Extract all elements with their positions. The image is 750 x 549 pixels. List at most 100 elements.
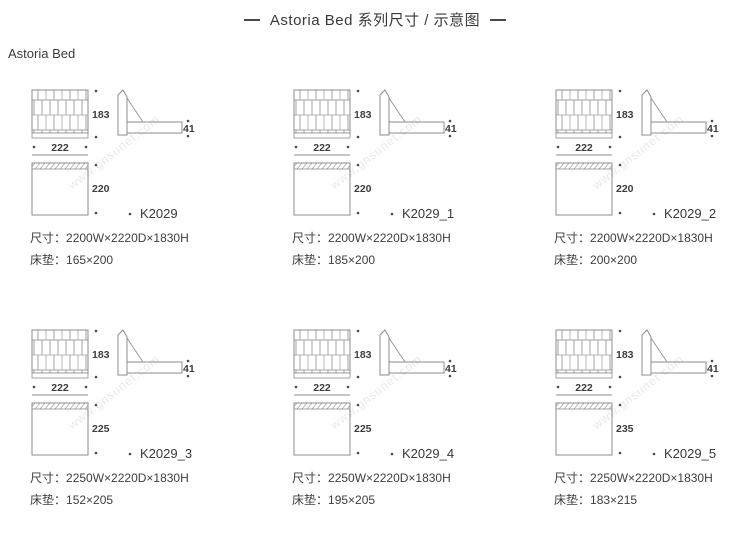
product-card-k2029-5: www.gnsunet.com 183 222 [554, 325, 750, 511]
model-name: K2029_1 [402, 206, 454, 221]
mattress-spec: 床垫：183×215 [554, 489, 750, 511]
bed-width-dim: 222 [294, 142, 350, 156]
bed-depth-value: 225 [354, 423, 372, 435]
base-height-value: 41 [445, 123, 457, 135]
bed-depth-value: 220 [354, 183, 372, 195]
mattress-spec: 床垫：165×200 [30, 249, 235, 271]
bed-width-value: 222 [575, 142, 593, 154]
product-card-k2029: www.gnsunet.com 183 222 [30, 85, 235, 271]
mattress-label: 床垫： [292, 493, 329, 507]
base-height-value: 41 [707, 123, 719, 135]
mattress-label: 床垫： [30, 493, 67, 507]
bed-depth-value: 220 [92, 183, 110, 195]
mattress-spec: 床垫：185×200 [292, 249, 497, 271]
headboard-height-dim: 183 [616, 329, 634, 379]
side-view: 41 [117, 329, 195, 378]
bed-depth-value: 225 [92, 423, 110, 435]
bed-diagram: 183 222 41 220 [31, 89, 195, 221]
bed-width-dim: 222 [32, 382, 88, 396]
model-label-group: K2029_1 [390, 206, 454, 221]
size-spec: 尺寸：2200W×2220D×1830H [554, 227, 750, 249]
product-card-k2029-2: www.gnsunet.com 183 222 [554, 85, 750, 271]
size-value: 2250W×2220D×1830H [66, 471, 189, 485]
headboard-height-value: 183 [354, 349, 372, 361]
bed-diagram: 183 222 41 220 [293, 89, 457, 221]
bed-width-value: 222 [575, 382, 593, 394]
size-label: 尺寸： [292, 471, 329, 485]
model-label-group: K2029_5 [652, 446, 716, 461]
headboard-front-view [31, 329, 89, 379]
headboard-height-value: 183 [92, 349, 110, 361]
bed-width-value: 222 [313, 142, 331, 154]
model-label-group: K2029_2 [652, 206, 716, 221]
mattress-value: 185×200 [328, 253, 376, 267]
side-view: 41 [379, 329, 457, 378]
side-view: 41 [117, 89, 195, 138]
mattress-value: 165×200 [66, 253, 114, 267]
headboard-height-dim: 183 [616, 89, 634, 139]
headboard-height-dim: 183 [92, 89, 110, 139]
base-height-value: 41 [183, 363, 195, 375]
size-label: 尺寸： [30, 231, 67, 245]
mattress-spec: 床垫：195×205 [292, 489, 497, 511]
model-name: K2029_2 [664, 206, 716, 221]
top-view: 235 [555, 402, 634, 456]
side-view: 41 [641, 329, 719, 378]
top-view: 220 [555, 162, 634, 216]
size-value: 2250W×2220D×1830H [590, 471, 713, 485]
mattress-label: 床垫： [30, 253, 67, 267]
size-label: 尺寸： [554, 231, 591, 245]
page-header: Astoria Bed 系列尺寸 / 示意图 [0, 0, 750, 30]
bed-diagram: 183 222 41 225 [293, 329, 457, 461]
model-label-group: K2029_4 [390, 446, 454, 461]
headboard-height-value: 183 [354, 109, 372, 121]
bed-depth-value: 235 [616, 423, 634, 435]
headboard-front-view [293, 329, 351, 379]
product-card-k2029-4: www.gnsunet.com 183 222 [292, 325, 497, 511]
headboard-height-value: 183 [616, 349, 634, 361]
top-view: 220 [293, 162, 372, 216]
bed-width-value: 222 [313, 382, 331, 394]
bed-width-dim: 222 [294, 382, 350, 396]
model-name: K2029_5 [664, 446, 716, 461]
size-label: 尺寸： [292, 231, 329, 245]
title-left-dash [243, 18, 260, 21]
side-view: 41 [641, 89, 719, 138]
mattress-value: 200×200 [590, 253, 638, 267]
size-value: 2250W×2220D×1830H [328, 471, 451, 485]
size-spec: 尺寸：2200W×2220D×1830H [30, 227, 235, 249]
size-value: 2200W×2220D×1830H [66, 231, 189, 245]
bed-diagram: 183 222 41 235 [555, 329, 719, 461]
mattress-spec: 床垫：152×205 [30, 489, 235, 511]
headboard-front-view [555, 89, 613, 139]
mattress-spec: 床垫：200×200 [554, 249, 750, 271]
headboard-height-dim: 183 [354, 329, 372, 379]
series-label: Astoria Bed [8, 46, 76, 61]
model-name: K2029 [140, 206, 178, 221]
bed-diagram: 183 222 41 225 [31, 329, 195, 461]
base-height-value: 41 [707, 363, 719, 375]
size-spec: 尺寸：2200W×2220D×1830H [292, 227, 497, 249]
model-name: K2029_3 [140, 446, 192, 461]
headboard-height-dim: 183 [92, 329, 110, 379]
page-title: Astoria Bed 系列尺寸 / 示意图 [269, 12, 481, 29]
bed-diagram: 183 222 41 220 [555, 89, 719, 221]
bed-width-dim: 222 [556, 142, 612, 156]
product-grid: www.gnsunet.com 183 222 [0, 61, 750, 511]
headboard-front-view [293, 89, 351, 139]
base-height-value: 41 [445, 363, 457, 375]
base-height-value: 41 [183, 123, 195, 135]
side-view: 41 [379, 89, 457, 138]
mattress-label: 床垫： [554, 253, 591, 267]
size-spec: 尺寸：2250W×2220D×1830H [30, 467, 235, 489]
mattress-label: 床垫： [554, 493, 591, 507]
product-card-k2029-1: www.gnsunet.com 183 222 [292, 85, 497, 271]
size-label: 尺寸： [30, 471, 67, 485]
product-card-k2029-3: www.gnsunet.com 183 222 [30, 325, 235, 511]
title-right-dash [490, 18, 507, 21]
size-spec: 尺寸：2250W×2220D×1830H [292, 467, 497, 489]
size-spec: 尺寸：2250W×2220D×1830H [554, 467, 750, 489]
model-label-group: K2029_3 [128, 446, 192, 461]
headboard-height-dim: 183 [354, 89, 372, 139]
size-label: 尺寸： [554, 471, 591, 485]
